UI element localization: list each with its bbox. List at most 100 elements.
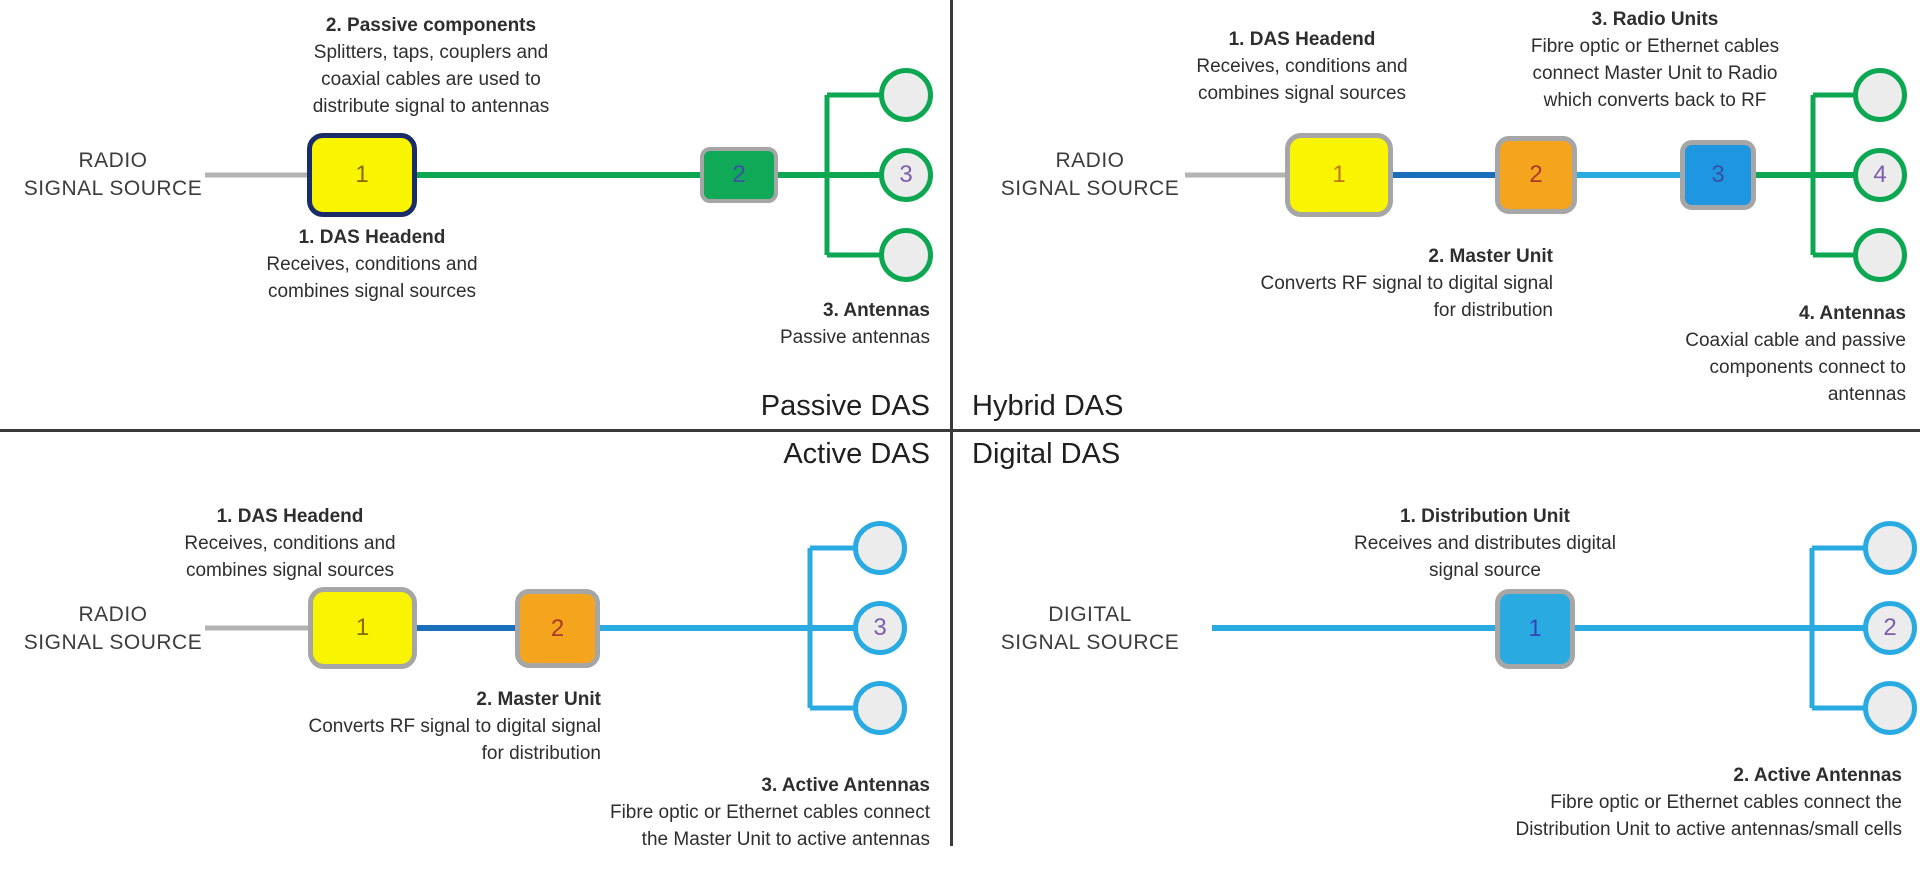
node-number: 2	[550, 614, 565, 642]
node-number: 3	[873, 614, 887, 641]
hybrid-master-unit-annotation: 2. Master Unit Converts RF signal to dig…	[1260, 243, 1553, 324]
node-number: 1	[1528, 615, 1542, 642]
source-line1: RADIO	[78, 603, 148, 626]
annotation-line: for distribution	[481, 743, 601, 764]
digital-antenna-circle-bottom	[1863, 681, 1917, 735]
passive-das-headend-box: 1	[307, 133, 417, 217]
hybrid-antenna-circle-bottom	[1853, 228, 1907, 282]
node-number: 3	[899, 161, 913, 188]
source-line2: SIGNAL SOURCE	[23, 631, 203, 654]
annotation-line: Receives, conditions and	[1196, 56, 1408, 77]
annotation-line: components connect to	[1709, 357, 1906, 378]
digital-antennas-annotation: 2. Active Antennas Fibre optic or Ethern…	[1515, 762, 1902, 843]
annotation-line: Fibre optic or Ethernet cables connect t…	[1550, 792, 1902, 813]
annotation-line: which converts back to RF	[1543, 90, 1767, 111]
annotation-title: 2. Active Antennas	[1733, 765, 1902, 786]
digital-signal-source-label: DIGITAL SIGNAL SOURCE	[940, 601, 1240, 657]
annotation-line: connect Master Unit to Radio	[1532, 63, 1778, 84]
annotation-line: combines signal sources	[185, 560, 395, 581]
digital-antenna-circle-top	[1863, 521, 1917, 575]
passive-antenna-circle-top	[879, 68, 933, 122]
annotation-title: 3. Radio Units	[1591, 9, 1719, 30]
horizontal-divider	[0, 429, 1920, 432]
passive-components-box: 2	[700, 147, 778, 203]
source-line1: RADIO	[1055, 149, 1125, 172]
source-line1: RADIO	[78, 149, 148, 172]
annotation-line: Coaxial cable and passive	[1685, 330, 1906, 351]
annotation-line: Splitters, taps, couplers and	[313, 42, 549, 63]
source-line1: DIGITAL	[1048, 603, 1132, 626]
annotation-line: Converts RF signal to digital signal	[1260, 273, 1553, 294]
annotation-line: signal source	[1429, 560, 1541, 581]
node-number: 2	[1883, 614, 1897, 641]
passive-antennas-annotation: 3. Antennas Passive antennas	[780, 297, 930, 351]
annotation-line: Fibre optic or Ethernet cables	[1530, 36, 1780, 57]
annotation-line: combines signal sources	[267, 281, 477, 302]
node-number: 1	[355, 614, 370, 641]
hybrid-das-headend-box: 1	[1285, 133, 1393, 217]
digital-distribution-annotation: 1. Distribution Unit Receives and distri…	[1265, 503, 1705, 584]
quadrant-label-active: Active DAS	[783, 438, 930, 470]
source-line2: SIGNAL SOURCE	[1000, 631, 1180, 654]
digital-antenna-circle-middle: 2	[1863, 601, 1917, 655]
quadrant-label-passive: Passive DAS	[760, 390, 930, 422]
hybrid-master-unit-box: 2	[1495, 136, 1577, 214]
hybrid-antenna-circle-top	[1853, 68, 1907, 122]
passive-antenna-circle-bottom	[879, 228, 933, 282]
active-antenna-circle-bottom	[853, 681, 907, 735]
annotation-line: Distribution Unit to active antennas/sma…	[1515, 819, 1902, 840]
hybrid-antennas-annotation: 4. Antennas Coaxial cable and passive co…	[1685, 300, 1906, 408]
annotation-title: 1. DAS Headend	[216, 506, 364, 527]
annotation-line: for distribution	[1433, 300, 1553, 321]
passive-antenna-circle-middle: 3	[879, 148, 933, 202]
annotation-title: 1. DAS Headend	[298, 227, 446, 248]
source-line2: SIGNAL SOURCE	[1000, 177, 1180, 200]
hybrid-radio-unit-box: 3	[1680, 140, 1756, 210]
radio-signal-source-label: RADIO SIGNAL SOURCE	[0, 601, 263, 657]
node-number: 1	[1332, 161, 1346, 188]
digital-distribution-unit-box: 1	[1495, 589, 1575, 669]
annotation-line: Passive antennas	[780, 327, 930, 348]
annotation-line: Receives, conditions and	[266, 254, 478, 275]
annotation-title: 2. Master Unit	[476, 689, 601, 710]
annotation-line: Receives, conditions and	[184, 533, 396, 554]
hybrid-headend-annotation: 1. DAS Headend Receives, conditions and …	[1122, 26, 1482, 107]
annotation-line: the Master Unit to active antennas	[641, 829, 930, 850]
annotation-line: Fibre optic or Ethernet cables connect	[609, 802, 930, 823]
annotation-line: coaxial cables are used to	[321, 69, 541, 90]
active-antennas-annotation: 3. Active Antennas Fibre optic or Ethern…	[610, 772, 930, 853]
radio-signal-source-label: RADIO SIGNAL SOURCE	[940, 147, 1240, 203]
annotation-title: 3. Active Antennas	[761, 775, 930, 796]
node-number: 2	[1529, 161, 1543, 188]
annotation-title: 2. Master Unit	[1428, 246, 1553, 267]
source-line2: SIGNAL SOURCE	[23, 177, 203, 200]
annotation-title: 4. Antennas	[1799, 303, 1906, 324]
radio-signal-source-label: RADIO SIGNAL SOURCE	[0, 147, 263, 203]
quadrant-label-hybrid: Hybrid DAS	[972, 390, 1124, 422]
passive-components-annotation: 2. Passive components Splitters, taps, c…	[211, 12, 651, 120]
annotation-line: Receives and distributes digital	[1354, 533, 1616, 554]
active-antenna-circle-middle: 3	[853, 601, 907, 655]
active-das-headend-box: 1	[308, 587, 417, 669]
annotation-title: 3. Antennas	[823, 300, 930, 321]
node-number: 2	[732, 161, 746, 188]
annotation-title: 1. Distribution Unit	[1400, 506, 1570, 527]
node-number: 1	[355, 161, 369, 188]
annotation-line: antennas	[1827, 384, 1906, 405]
active-master-unit-box: 2	[515, 589, 600, 668]
passive-headend-annotation: 1. DAS Headend Receives, conditions and …	[192, 224, 552, 305]
annotation-line: combines signal sources	[1197, 83, 1407, 104]
annotation-title: 2. Passive components	[325, 15, 537, 36]
hybrid-radio-units-annotation: 3. Radio Units Fibre optic or Ethernet c…	[1435, 6, 1875, 114]
active-headend-annotation: 1. DAS Headend Receives, conditions and …	[110, 503, 470, 584]
annotation-line: distribute signal to antennas	[312, 96, 550, 117]
annotation-line: Converts RF signal to digital signal	[308, 716, 601, 737]
vertical-divider	[950, 0, 953, 846]
node-number: 4	[1873, 161, 1887, 188]
active-master-unit-annotation: 2. Master Unit Converts RF signal to dig…	[308, 686, 601, 767]
quadrant-label-digital: Digital DAS	[972, 438, 1121, 470]
hybrid-antenna-circle-middle: 4	[1853, 148, 1907, 202]
node-number: 3	[1711, 161, 1725, 188]
